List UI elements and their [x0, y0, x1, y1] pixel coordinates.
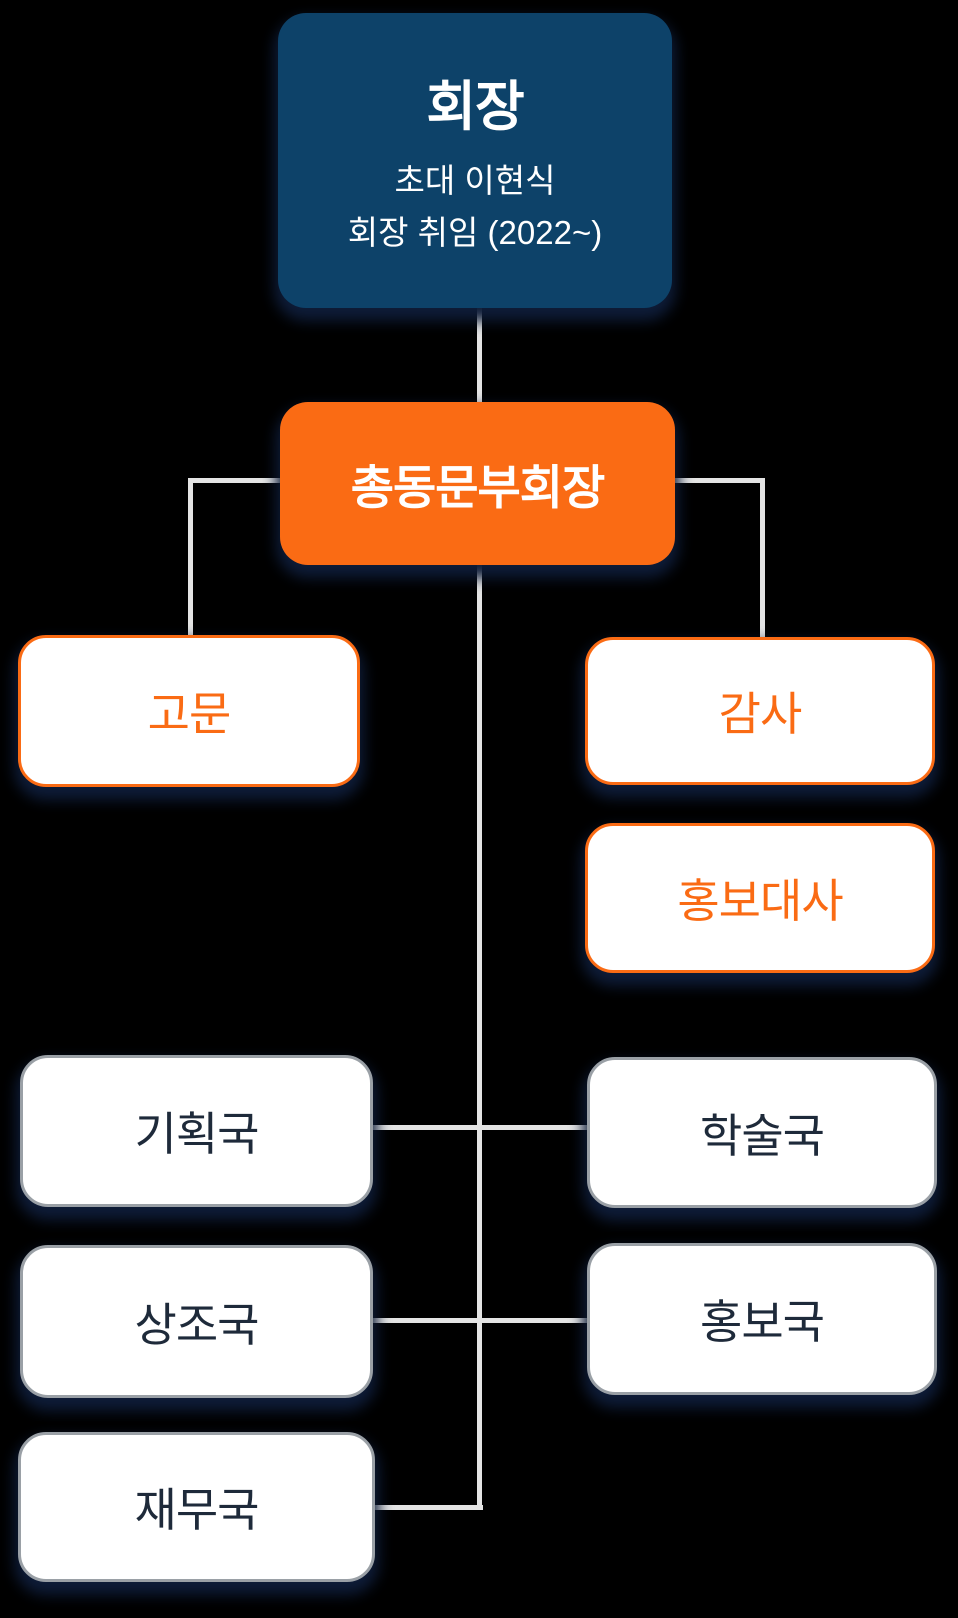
- connector-row2: [371, 1318, 589, 1323]
- node-vice-chairman: 총동문부회장: [280, 402, 675, 565]
- auditor-label: 감사: [718, 688, 803, 740]
- dept-planning-label: 기획국: [134, 1108, 260, 1160]
- dept-finance-label: 재무국: [134, 1484, 260, 1536]
- node-dept-planning: 기획국: [20, 1055, 373, 1207]
- dept-pr-label: 홍보국: [700, 1296, 825, 1348]
- node-dept-mutual-aid: 상조국: [20, 1245, 373, 1398]
- advisor-label: 고문: [147, 688, 232, 740]
- chairman-subtitle: 초대 이현식 회장 취임 (2022~): [348, 155, 602, 259]
- node-dept-finance: 재무국: [18, 1432, 375, 1582]
- chairman-title: 회장: [426, 76, 524, 137]
- node-dept-pr: 홍보국: [587, 1243, 937, 1395]
- connector-chairman-vice: [477, 305, 482, 405]
- node-chairman: 회장 초대 이현식 회장 취임 (2022~): [278, 13, 672, 308]
- node-advisor: 고문: [18, 635, 360, 787]
- connector-advisor-horizontal: [188, 478, 282, 483]
- chairman-subtitle-line2: 회장 취임 (2022~): [347, 214, 603, 251]
- dept-mutual-aid-label: 상조국: [134, 1298, 260, 1351]
- connector-auditor-horizontal: [673, 478, 765, 483]
- chairman-subtitle-line1: 초대 이현식: [394, 161, 556, 199]
- vice-chairman-label: 총동문부회장: [350, 461, 605, 514]
- connector-finance: [373, 1505, 483, 1510]
- node-dept-academic: 학술국: [587, 1057, 937, 1208]
- dept-academic-label: 학술국: [700, 1109, 825, 1162]
- node-ambassador: 홍보대사: [585, 823, 935, 973]
- connector-row1: [371, 1125, 589, 1130]
- node-auditor: 감사: [585, 637, 935, 785]
- connector-auditor-vertical: [760, 478, 765, 640]
- ambassador-label: 홍보대사: [677, 875, 843, 927]
- connector-trunk: [477, 560, 482, 1510]
- connector-advisor-vertical: [188, 478, 193, 638]
